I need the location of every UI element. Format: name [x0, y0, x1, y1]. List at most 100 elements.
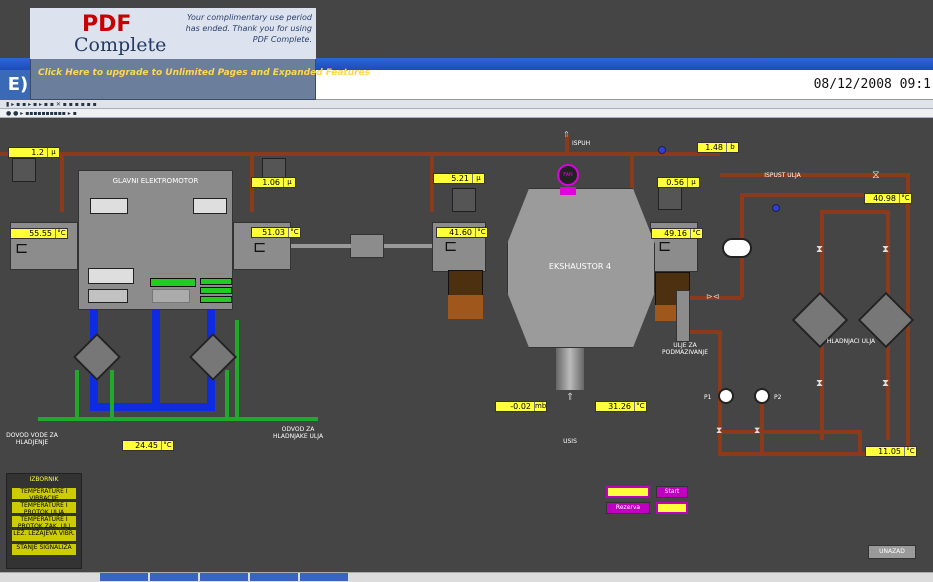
bearing-icon: ⊏: [444, 236, 458, 255]
dovod-label: DOVOD VODE ZA HLADJENJE: [6, 432, 58, 446]
up-arrow-icon: ⇑: [563, 130, 570, 139]
menu-item-signals[interactable]: STANJE SIGNALIZA: [11, 543, 77, 556]
valve-icon[interactable]: ⧗: [882, 378, 890, 389]
ekshaustor: [507, 188, 655, 348]
coolant-pipe-blue: [152, 310, 160, 410]
bearing-icon: ⊏: [253, 237, 267, 256]
dolje-button[interactable]: [88, 289, 128, 303]
ulje-label: ULJE ZA PODMAZIVANJE: [662, 342, 708, 356]
nav-menu: IZBORNIK TEMPERATURE I VIBRACIJE TEMPERA…: [6, 473, 82, 569]
sensor-window: [452, 188, 476, 212]
shaft: [384, 244, 432, 248]
pipe: [60, 152, 64, 212]
oil-container: [676, 290, 690, 342]
value-readout: 55.55°C: [10, 228, 68, 239]
pump-p1-icon[interactable]: [718, 388, 734, 404]
intake-arrow-icon: ⇑: [566, 392, 575, 403]
pump-p2-icon[interactable]: [754, 388, 770, 404]
valve-icon[interactable]: ⧖: [872, 168, 880, 181]
sensor-window: [12, 158, 36, 182]
pipe: [820, 210, 890, 214]
pressure-indicator: [772, 204, 780, 212]
status-led: [200, 287, 232, 294]
pipe: [430, 152, 434, 212]
pipe: [690, 330, 720, 334]
control-indicator: [656, 502, 688, 514]
nav-menu-title: IZBORNIK: [29, 476, 59, 483]
taskbar-item[interactable]: [100, 573, 148, 581]
value-readout: 31.26°C: [595, 401, 647, 412]
control-indicator: [606, 486, 650, 498]
water-cooler: [188, 332, 238, 382]
ispuh-label: ISPUH: [572, 140, 591, 147]
value-readout: 24.45°C: [122, 440, 174, 451]
ispust-label: ISPUST ULJA: [764, 172, 801, 179]
menu-item-temp-vibr[interactable]: TEMPERATURE I VIBRACIJE: [11, 487, 77, 502]
shaft: [291, 244, 351, 248]
oil-level: [448, 295, 483, 319]
pipe: [630, 152, 634, 212]
datetime-display: 08/12/2008 09:1: [813, 77, 931, 92]
rezerva-button[interactable]: Rezerva: [606, 502, 650, 514]
coupling: [350, 234, 384, 258]
pipe: [720, 173, 910, 177]
flow-meter-icon: [722, 238, 752, 258]
taskbar-item[interactable]: [250, 573, 298, 581]
valve-icon[interactable]: ⧗: [816, 244, 824, 255]
bearing-icon: ⊏: [15, 238, 29, 257]
pipe: [690, 296, 742, 300]
pdf-banner-top: [30, 8, 316, 59]
odvod-label: ODVOD ZA HLADNJAKE ULJA: [272, 426, 324, 440]
pipe: [760, 400, 764, 452]
taskbar-item[interactable]: [200, 573, 248, 581]
coolant-pipe-blue: [90, 403, 215, 411]
toolbar[interactable]: ▮ ▸ ▪ ▪ ▸ ▪ ▸ ▪ ▪ ✕ ▪ ▪ ▪ ▪ ▪ ▪: [0, 100, 933, 109]
taskbar-item[interactable]: [300, 573, 348, 581]
top-pipe: [0, 152, 720, 156]
motor-panel-right[interactable]: [193, 198, 227, 214]
pipe: [565, 135, 569, 155]
valve-icon[interactable]: ⧗: [816, 378, 824, 389]
start-button[interactable]: Start: [656, 486, 688, 498]
value-readout: 40.98°C: [864, 193, 912, 204]
pdf-complete-word: Complete: [74, 34, 167, 56]
fan-indicator-label: FAN: [563, 172, 573, 178]
valve-icon[interactable]: ⧗: [754, 426, 761, 436]
menu-item-bearing-vibr[interactable]: LEŽ. LEŽAJEVA VIBR.: [11, 529, 77, 542]
pipe: [858, 430, 862, 455]
address-bar[interactable]: ● ● ▸ ▪▪▪▪▪▪▪▪▪▪ ▸ ▪: [0, 109, 933, 118]
water-pipe-green: [225, 370, 229, 420]
menu-item-temp-zak[interactable]: TEMPERATURE I PROTOK ZAK. ULJ: [11, 515, 77, 530]
pdf-upgrade-link[interactable]: Click Here to upgrade to Unlimited Pages…: [38, 68, 371, 78]
ekshaustor-label: EKSHAUSTOR 4: [548, 262, 612, 271]
bearing-icon: ⊏: [658, 236, 672, 255]
valve-icon[interactable]: ⧗: [882, 244, 890, 255]
status-bar: [0, 572, 933, 582]
motor-panel[interactable]: [90, 198, 128, 214]
valve-icon[interactable]: ⊳⊲: [706, 292, 720, 301]
pipe: [718, 430, 858, 434]
hladnjaci-label: HLADNJACI ULJA: [826, 338, 876, 345]
gore-button[interactable]: [152, 289, 190, 303]
fan-indicator-base: [560, 187, 576, 195]
valve-icon[interactable]: ⧗: [716, 426, 723, 436]
value-readout: 49.16°C: [651, 228, 703, 239]
usis-label: USIS: [563, 438, 577, 445]
status-led: [200, 296, 232, 303]
menu-item-temp-oil[interactable]: TEMPERATURE I PROTOK ULJA: [11, 501, 77, 516]
stanje-panel[interactable]: [88, 268, 134, 284]
pump-p2-label: P2: [774, 394, 782, 401]
pump-p1-label: P1: [704, 394, 712, 401]
water-pipe-green: [235, 320, 239, 420]
back-button[interactable]: UNAZAD: [868, 545, 916, 559]
water-pipe-green: [110, 370, 114, 420]
status-led: [200, 278, 232, 285]
sensor-window: [658, 186, 682, 210]
taskbar-item[interactable]: [150, 573, 198, 581]
